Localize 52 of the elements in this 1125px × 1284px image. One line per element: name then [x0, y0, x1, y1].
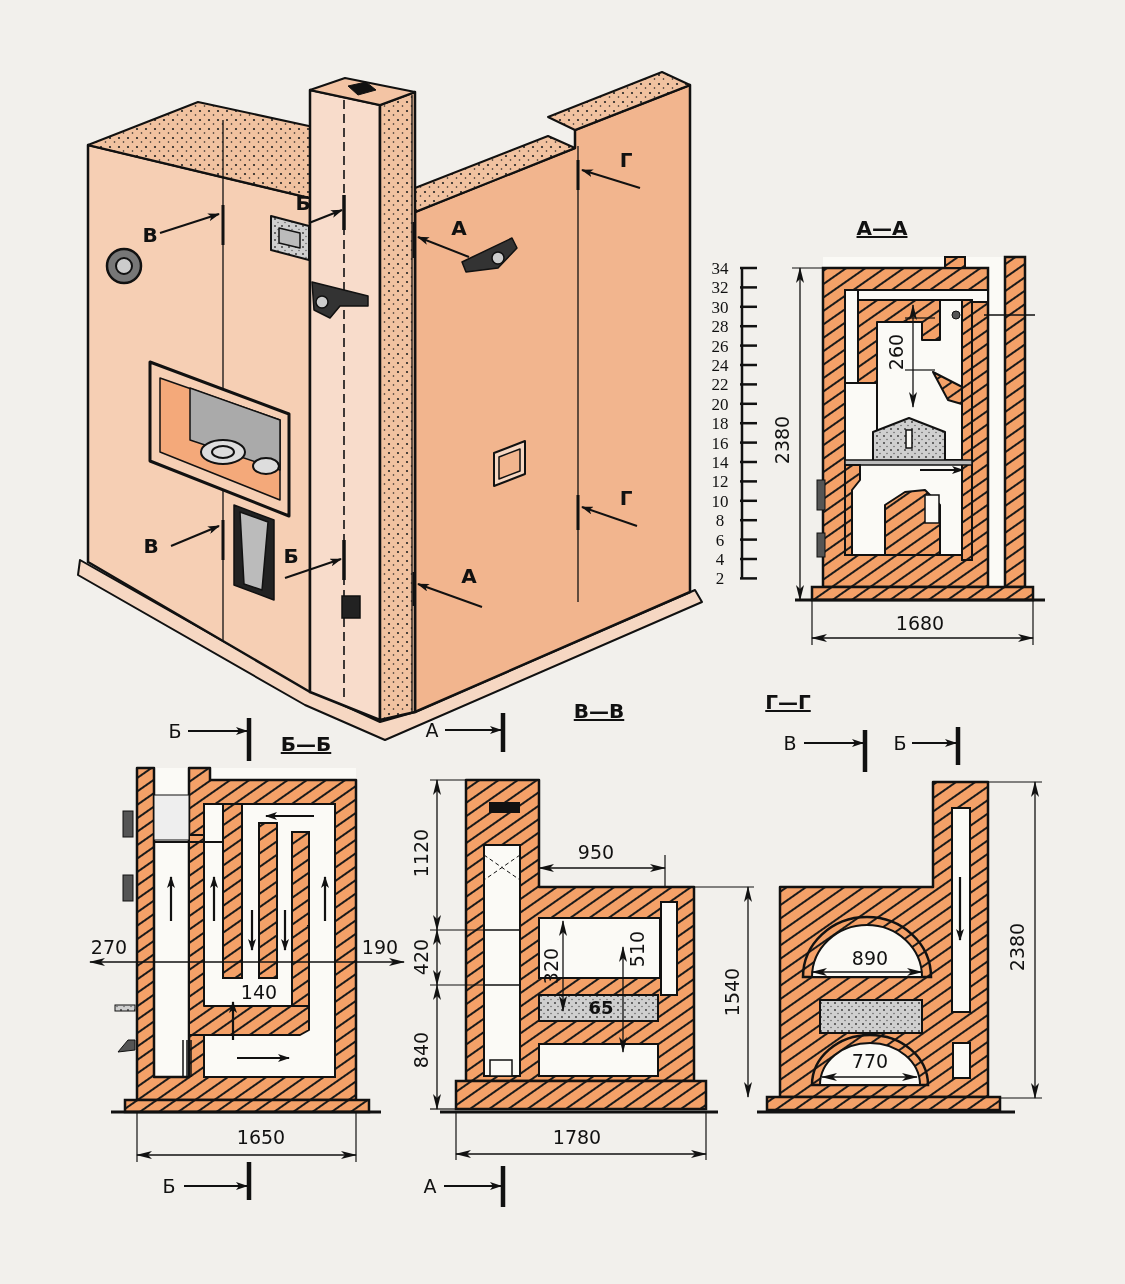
dimension-label: 270 — [90, 937, 128, 957]
scale-number: 34 — [711, 259, 729, 277]
scale-number: 18 — [711, 414, 729, 432]
dimension-label: 140 — [240, 982, 278, 1002]
section-title: А—А — [856, 218, 908, 238]
section-title: Г—Г — [765, 692, 811, 712]
scale-number: 20 — [711, 395, 729, 413]
dimension-label: 890 — [851, 948, 889, 968]
dimension-label: 65 — [588, 999, 614, 1017]
dimension-label: 1680 — [895, 613, 945, 633]
dimension-label: 1650 — [236, 1127, 286, 1147]
scale-number: 14 — [711, 453, 729, 471]
section-letter: А — [425, 720, 439, 740]
dimension-label: 840 — [411, 1031, 431, 1069]
scale-number: 6 — [715, 531, 725, 549]
scale-number: 28 — [711, 317, 729, 335]
dimension-label: 1780 — [552, 1127, 602, 1147]
scale-number: 16 — [711, 434, 729, 452]
dimension-label: 420 — [411, 938, 431, 976]
dimension-label: 1540 — [722, 967, 742, 1017]
section-letter: Б — [893, 733, 907, 753]
scale-number: 30 — [711, 298, 729, 316]
section-letter: В — [783, 733, 797, 753]
section-title: Б—Б — [280, 734, 332, 754]
section-letter: Б — [283, 546, 299, 566]
scale-number: 32 — [711, 278, 729, 296]
section-letter: Б — [168, 721, 182, 741]
section-letter: Б — [162, 1176, 176, 1196]
dimension-label: 510 — [627, 930, 647, 968]
scale-number: 8 — [715, 511, 725, 529]
scale-number: 2 — [715, 569, 725, 587]
section-title: В—В — [573, 701, 625, 721]
section-letter: В — [143, 536, 159, 556]
section-letter: Г — [619, 150, 633, 170]
scale-number: 24 — [711, 356, 729, 374]
section-letter: А — [451, 218, 467, 238]
scale-number: 4 — [715, 550, 725, 568]
dimension-label: 950 — [577, 842, 615, 862]
scale-number: 10 — [711, 492, 729, 510]
dimension-label: 2380 — [1007, 922, 1027, 972]
section-letter: Г — [619, 488, 633, 508]
section-letter: А — [461, 566, 477, 586]
dimension-label: 190 — [361, 937, 399, 957]
scale-number: 22 — [711, 375, 729, 393]
section-letter: А — [423, 1176, 437, 1196]
scale-number: 12 — [711, 472, 729, 490]
dimension-label: 260 — [886, 333, 906, 371]
scale-number: 26 — [711, 337, 729, 355]
dimension-label: 1120 — [411, 828, 431, 878]
dimension-label: 2380 — [772, 415, 792, 465]
dimension-label: 770 — [851, 1051, 889, 1071]
section-letter: В — [142, 225, 158, 245]
